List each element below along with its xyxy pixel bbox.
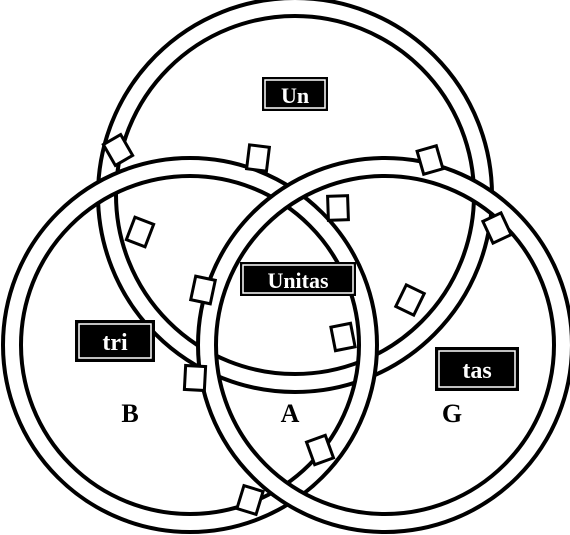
scroll-center-text: Unitas	[267, 268, 329, 293]
scroll-top: Un	[262, 77, 328, 111]
scroll-left-text: tri	[102, 330, 128, 356]
label-a: A	[281, 399, 300, 428]
ring-clasp	[247, 145, 270, 171]
scroll-right: tas	[435, 347, 519, 391]
ring-clasp	[184, 365, 205, 390]
label-b: B	[121, 399, 138, 428]
scroll-left: tri	[75, 320, 155, 362]
label-g: G	[442, 399, 462, 428]
ring-clasp	[328, 196, 349, 221]
ring-clasp	[126, 217, 153, 247]
ring-right	[207, 167, 563, 523]
ring-clasp	[191, 276, 216, 304]
ring-clasp	[396, 285, 424, 315]
scroll-top-text: Un	[281, 83, 309, 108]
ring-right-band	[207, 167, 563, 523]
scroll-center: Unitas	[240, 262, 356, 296]
ring-clasp	[417, 146, 443, 175]
ring-clasp	[331, 323, 355, 350]
scroll-right-text: tas	[462, 358, 491, 384]
